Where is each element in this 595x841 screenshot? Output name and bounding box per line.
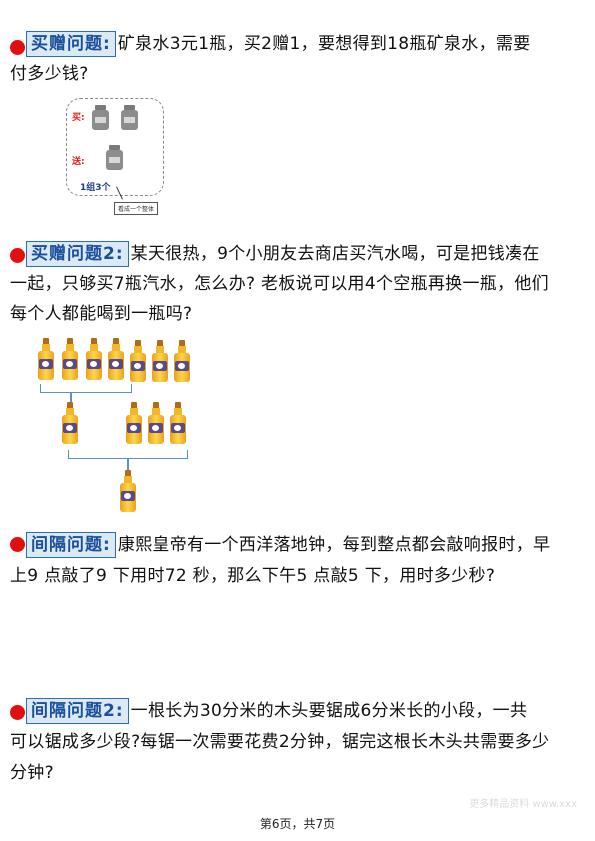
jar-icon: [121, 105, 138, 130]
brace-connector: [127, 458, 129, 472]
question-text-line: 可以锯成多少段?每锯一次需要花费2分钟，锯完这根长木头共需要多少: [10, 732, 550, 752]
question-tag: 买赠问题:: [26, 31, 116, 57]
jar-icon: [92, 105, 109, 130]
jar-icon: [106, 145, 123, 170]
bottle-icon: [38, 338, 54, 380]
watermark: 更多精品资料 www.xxx: [469, 799, 577, 810]
brace-connector: [70, 392, 72, 402]
question-tag: 间隔问题:: [26, 532, 116, 558]
bottle-icon: [108, 338, 124, 380]
buy-label: 买:: [72, 113, 85, 123]
question-text-line: 康熙皇帝有一个西洋落地钟，每到整点都会敲响报时，早: [117, 535, 551, 555]
question-text-line: 上9 点敲了9 下用时72 秒，那么下午5 点敲5 下，用时多少秒?: [10, 566, 496, 586]
red-bullet-icon: [10, 537, 25, 552]
group-label: 1组3个: [80, 183, 111, 193]
bottle-icon: [152, 340, 168, 382]
question-text-line: 矿泉水3元1瓶，买2赠1，要想得到18瓶矿泉水，需要: [117, 34, 531, 54]
page-number: 第6页，共7页: [259, 817, 336, 831]
bottle-icon: [62, 402, 78, 444]
question-text-line: 某天很热，9个小朋友去商店买汽水喝，可是把钱凑在: [130, 244, 540, 264]
group-brace: [40, 384, 132, 393]
bottle-icon: [62, 338, 78, 380]
buy-give-figure: 买: 送: 1组3个 看成一个整体: [66, 98, 166, 216]
group-brace: [68, 450, 188, 459]
give-label: 送:: [72, 157, 85, 167]
bottle-icon: [130, 340, 146, 382]
question-text-line: 每个人都能喝到一瓶吗?: [10, 304, 193, 324]
group-dashed-box: [66, 98, 164, 196]
red-bullet-icon: [10, 248, 25, 263]
callout-box: 看成一个整体: [114, 202, 159, 215]
question-tag: 间隔问题2:: [26, 698, 129, 724]
question-text-line: 一起，只够买7瓶汽水，怎么办? 老板说可以用4个空瓶再换一瓶，他们: [10, 274, 549, 294]
bottle-icon: [174, 340, 190, 382]
bottle-icon: [126, 402, 142, 444]
bottle-icon: [86, 338, 102, 380]
question-tag: 买赠问题2:: [26, 241, 129, 267]
question-text-line: 一根长为30分米的木头要锯成6分米长的小段，一共: [130, 701, 528, 721]
question-text-line: 付多少钱?: [10, 64, 89, 84]
bottle-icon: [148, 402, 164, 444]
red-bullet-icon: [10, 705, 25, 720]
bottle-icon: [120, 470, 136, 512]
bottle-icon: [170, 402, 186, 444]
question-text-line: 分钟?: [10, 763, 54, 783]
red-bullet-icon: [10, 40, 25, 55]
